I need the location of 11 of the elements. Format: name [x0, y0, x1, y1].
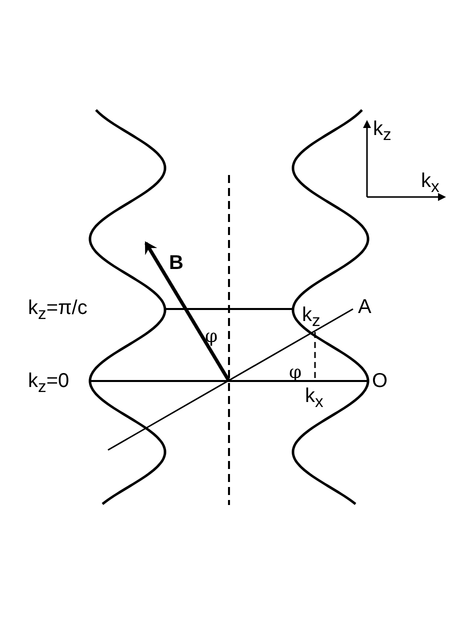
level-label: k$_{z}$=0: [28, 370, 70, 398]
point-label: O: [372, 370, 388, 392]
component-label: k$_{x}$: [305, 385, 324, 413]
vector-label: B: [169, 252, 184, 274]
component-label: k$_{z}$: [302, 304, 320, 332]
level-label: k$_{z}$=π/c: [28, 297, 88, 325]
angle-label: φ: [289, 362, 302, 384]
point-label: A: [358, 296, 372, 318]
angle-label: φ: [205, 326, 218, 348]
axis-label: k$_{z}$: [373, 118, 392, 146]
axis-label: k$_{x}$: [421, 170, 440, 198]
